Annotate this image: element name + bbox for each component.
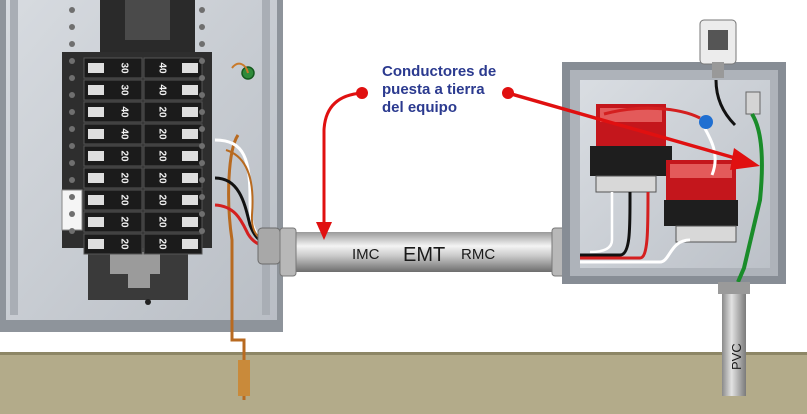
neutral-screw-right-10 (199, 160, 205, 166)
neutral-screw-left-10 (69, 160, 75, 166)
main-breaker-handle (125, 0, 170, 40)
conduit-label-rmc: RMC (461, 246, 495, 263)
neutral-screw-left-1 (69, 7, 75, 13)
pvc-conduit: PVC (718, 282, 750, 396)
neutral-screw-left-13 (69, 211, 75, 217)
floor (0, 352, 807, 414)
neutral-screw-right-13 (199, 211, 205, 217)
breaker-right-rating-4: 20 (156, 128, 167, 140)
neutral-screw-left-5 (69, 75, 75, 81)
conduit-label-emt: EMT (403, 244, 445, 266)
pvc-pipe (722, 282, 746, 396)
panel-conduit-connector (258, 228, 280, 264)
breaker-left-rating-9: 20 (118, 238, 129, 250)
breaker-right-rating-5: 20 (156, 150, 167, 162)
breaker-left-rating-5: 20 (118, 150, 129, 162)
breaker-right-handle-2 (182, 85, 198, 95)
breaker-left-rating-2: 30 (118, 84, 129, 96)
breaker-left-handle-3 (88, 107, 104, 117)
breaker-left-rating-7: 20 (118, 194, 129, 206)
neutral-screw-right-8 (199, 126, 205, 132)
breaker-right-rating-2: 40 (156, 84, 167, 96)
neutral-screw-left-6 (69, 92, 75, 98)
breaker-right-handle-5 (182, 151, 198, 161)
breaker-left-rating-4: 40 (118, 128, 129, 140)
neutral-screw-left-7 (69, 109, 75, 115)
neutral-screw-left-2 (69, 24, 75, 30)
neutral-screw-left-14 (69, 228, 75, 234)
breaker-right-rating-8: 20 (156, 216, 167, 228)
disconnect-box (562, 20, 786, 284)
wire-nut (699, 115, 713, 129)
breaker-right-rating-3: 20 (156, 106, 167, 118)
neutral-screw-right-2 (199, 24, 205, 30)
contactor-2-base (664, 200, 738, 226)
neutral-screw-right-9 (199, 143, 205, 149)
floor-edge (0, 352, 807, 355)
breaker-right-rating-9: 20 (156, 238, 167, 250)
breaker-left-rating-6: 20 (118, 172, 129, 184)
breaker-right-rating-1: 40 (156, 62, 167, 74)
breaker-left-rating-3: 40 (118, 106, 129, 118)
neutral-screw-right-1 (199, 7, 205, 13)
breaker-left-handle-6 (88, 173, 104, 183)
breaker-right-handle-1 (182, 63, 198, 73)
panel-right-rail (262, 0, 270, 315)
ground-clamp (238, 360, 250, 396)
breaker-panel: 30 30 40 40 20 20 20 20 20 40 40 20 20 20 20 20 20 20 (0, 0, 283, 400)
contactor-1-base (590, 146, 672, 176)
neutral-screw-right-4 (199, 58, 205, 64)
neutral-screw-left-9 (69, 143, 75, 149)
breaker-right-handle-8 (182, 217, 198, 227)
breaker-right-handle-9 (182, 239, 198, 249)
bus-clip-lower (128, 274, 150, 288)
conduit-label-imc: IMC (352, 246, 380, 263)
neutral-screw-left-8 (69, 126, 75, 132)
neutral-screw-right-5 (199, 75, 205, 81)
breaker-right-handle-6 (182, 173, 198, 183)
breaker-left-handle-4 (88, 129, 104, 139)
breaker-left-handle-2 (88, 85, 104, 95)
breaker-right-rating-7: 20 (156, 194, 167, 206)
arrow-left-line (324, 93, 362, 228)
neutral-screw-right-6 (199, 92, 205, 98)
breaker-right-handle-7 (182, 195, 198, 205)
contactor-2-label (670, 164, 732, 178)
annotation-line-3: del equipo (382, 99, 457, 116)
neutral-screw-right-12 (199, 194, 205, 200)
breaker-left-handle-7 (88, 195, 104, 205)
pvc-fitting (718, 282, 750, 294)
neutral-screw-right-3 (199, 41, 205, 47)
neutral-screw-left-11 (69, 177, 75, 183)
neutral-screw-right-7 (199, 109, 205, 115)
breaker-left-handle-1 (88, 63, 104, 73)
terminal-block-1 (596, 176, 656, 192)
pvc-label: PVC (729, 343, 744, 370)
breaker-right-rating-6: 20 (156, 172, 167, 184)
annotation-line-1: Conductores de (382, 63, 496, 80)
control-switch-face (708, 30, 728, 50)
breaker-left-handle-5 (88, 151, 104, 161)
annotation-line-2: puesta a tierra (382, 81, 485, 98)
neutral-screw-right-11 (199, 177, 205, 183)
neutral-screw-left-12 (69, 194, 75, 200)
conduit-coupling-left (280, 228, 296, 276)
control-switch-stem (712, 62, 724, 78)
ground-bar (746, 92, 760, 114)
breaker-left-handle-8 (88, 217, 104, 227)
breaker-left-rating-1: 30 (118, 62, 129, 74)
breaker-left-handle-9 (88, 239, 104, 249)
bus-clip (110, 252, 160, 274)
neutral-screw-right-14 (199, 228, 205, 234)
breaker-right-handle-4 (182, 129, 198, 139)
neutral-screw-left-4 (69, 58, 75, 64)
panel-left-rail (10, 0, 18, 315)
breaker-right-handle-3 (182, 107, 198, 117)
panel-screw (145, 299, 151, 305)
breaker-left-rating-8: 20 (118, 216, 129, 228)
neutral-screw-left-3 (69, 41, 75, 47)
